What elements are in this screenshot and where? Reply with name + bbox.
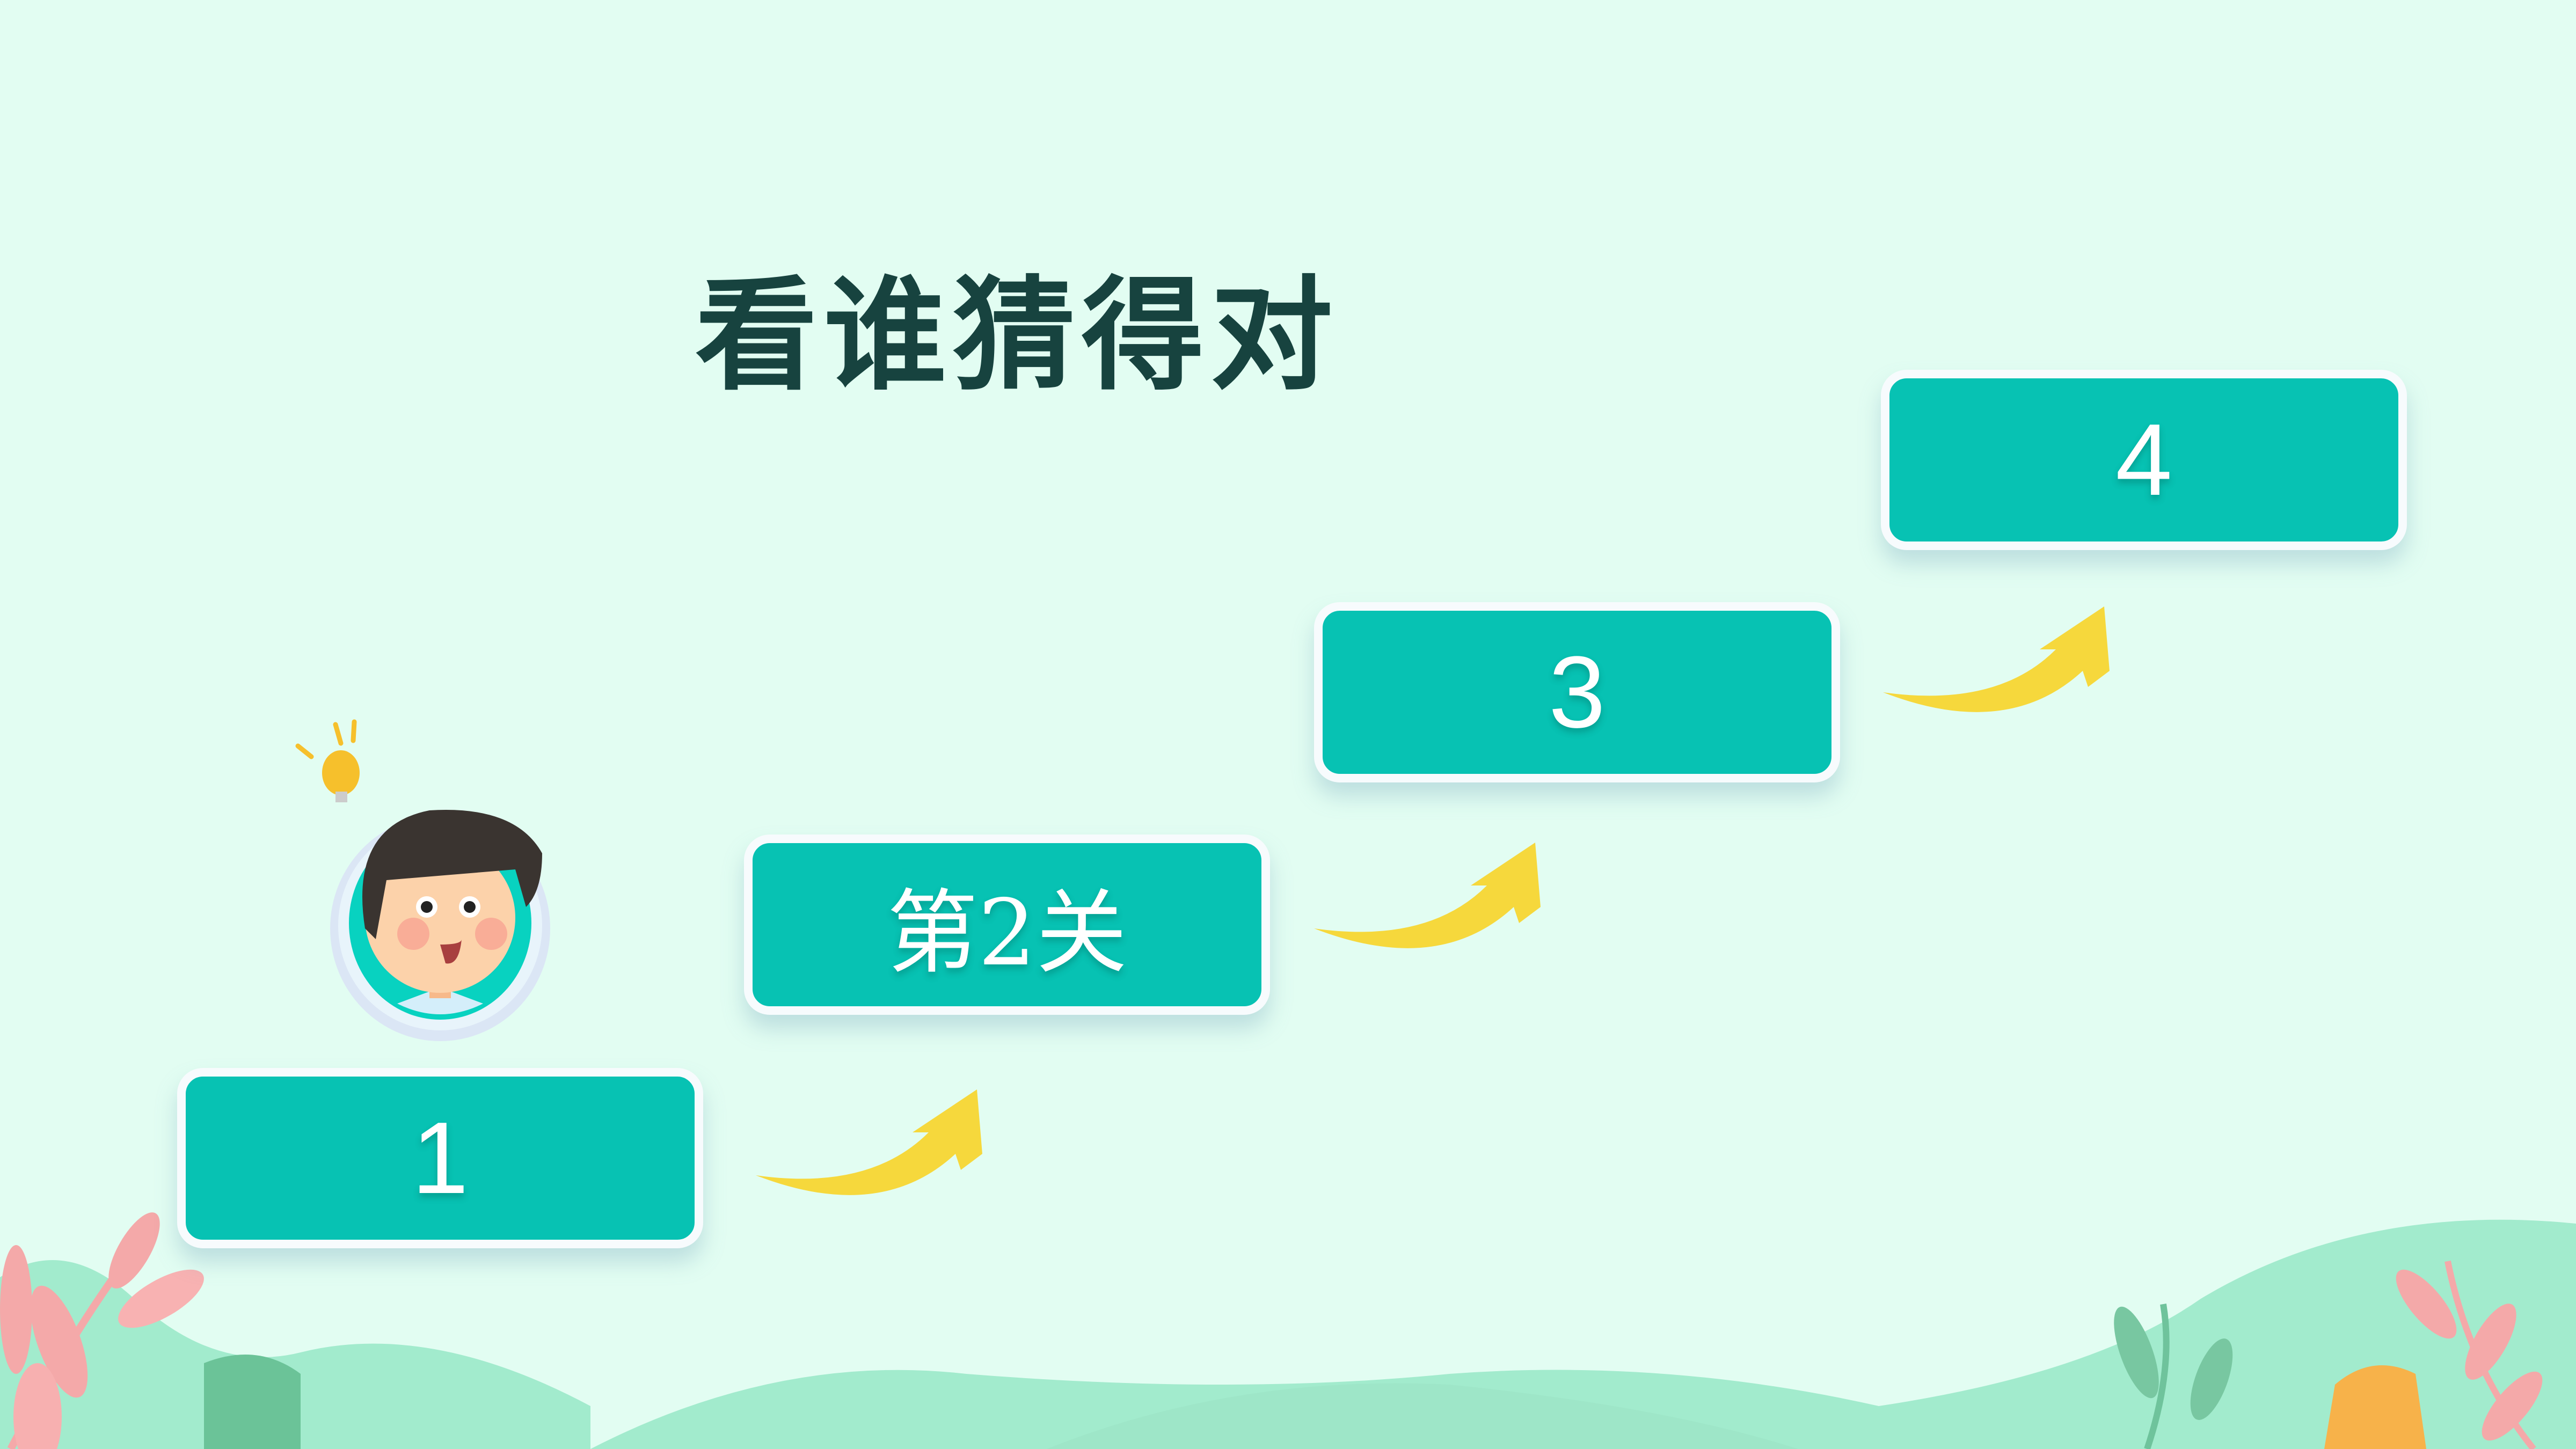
arrow-up-right-icon <box>756 1089 982 1195</box>
step-label: 1 <box>412 1101 469 1215</box>
step-3-button[interactable]: 3 <box>1314 602 1840 782</box>
lightbulb-icon <box>295 719 360 802</box>
step-label: 3 <box>1549 635 1606 749</box>
step-label: 第2关 <box>886 880 1128 986</box>
arrow-up-right-icon <box>1883 606 2110 712</box>
leaf-right-decor <box>2114 1260 2543 1449</box>
boy-avatar <box>295 719 550 1041</box>
step-1-button[interactable]: 1 <box>177 1068 703 1248</box>
arrow-up-right-icon <box>1314 843 1541 948</box>
step-4-button[interactable]: 4 <box>1881 370 2407 550</box>
step-label: 4 <box>2115 403 2172 517</box>
step-2-button[interactable]: 第2关 <box>744 835 1270 1015</box>
leaf-left-decor <box>0 1212 204 1449</box>
page-title: 看谁猜得对 <box>695 263 1339 407</box>
